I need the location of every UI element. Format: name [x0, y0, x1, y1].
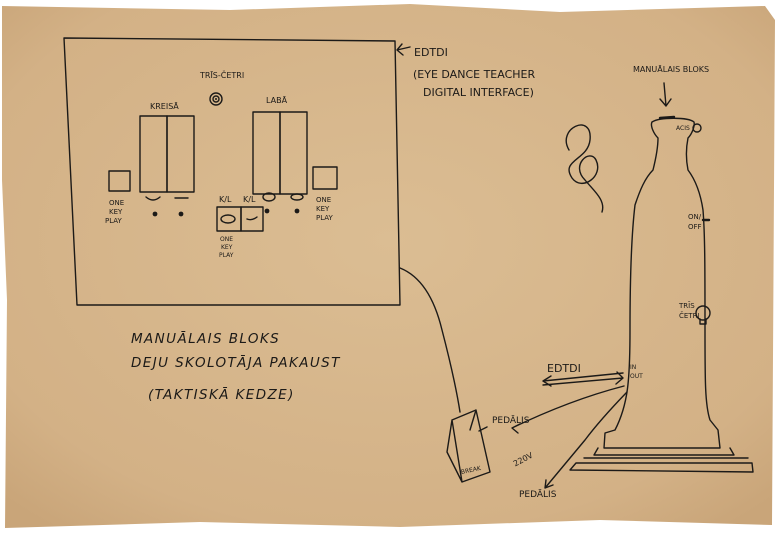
manualais-bloks-label: MANUĀLAIS BLOKS: [633, 65, 710, 74]
one-key-play-center-line3: PLAY: [219, 252, 234, 259]
caption-line3: (TAKTISKĀ KEDZE): [148, 387, 295, 403]
tris-ceri-side-line2: ČETRI: [679, 312, 700, 320]
one-key-play-left-line2: KEY: [109, 208, 123, 216]
kl-label-right: K/L: [243, 195, 256, 204]
one-key-play-right-button: [312, 166, 338, 190]
statue-body: [603, 117, 721, 449]
pedal: [446, 409, 491, 483]
edtdi-arrow: [396, 43, 411, 56]
manualais-arrow: [659, 82, 672, 107]
paper-sheet: [2, 4, 775, 528]
eye-closed-right: [290, 193, 304, 201]
one-key-play-right-line1: ONE: [316, 196, 332, 204]
edtdi-description-line1: (EYE DANCE TEACHER: [413, 68, 536, 81]
eye-open-left: [145, 196, 161, 201]
kl-button-right: [240, 206, 264, 232]
one-key-play-left-button: [108, 170, 131, 192]
edtdi-label: EDTDI: [414, 46, 448, 59]
cable: [399, 267, 461, 413]
one-key-play-right-line2: KEY: [316, 205, 330, 213]
eye-open-right: [262, 192, 276, 202]
on-off-label-line2: OFF: [688, 223, 702, 231]
pedal-arrow: [511, 385, 625, 434]
laba-label: LABĀ: [266, 96, 288, 105]
tris-ceri-side-line1: TRĪS: [679, 302, 695, 310]
one-key-play-left-line3: PLAY: [105, 217, 122, 225]
tris-ceri-label: TRĪS-ČETRI: [200, 71, 245, 80]
pedalis-label-bottom: PEDĀLIS: [519, 490, 557, 500]
one-key-play-center-line1: ONE: [220, 236, 234, 243]
one-key-play-right-line3: PLAY: [316, 214, 333, 222]
statue-base: [569, 447, 754, 473]
edtdi-side-arrow-2: [542, 371, 624, 386]
edtdi-side-label: EDTDI: [547, 362, 581, 375]
panel-frame: [63, 37, 401, 306]
kreisa-label: KREISĀ: [150, 102, 179, 111]
caption-line1: MANUĀLAIS BLOKS: [131, 331, 281, 347]
kreisa-fader-right: [166, 115, 195, 193]
in-label: IN: [630, 364, 637, 371]
statue-eye-button: [692, 123, 702, 133]
power-arrow: [544, 391, 628, 489]
kl-label-left: K/L: [219, 195, 232, 204]
spiral: [565, 124, 604, 213]
tris-ceri-knob: [209, 92, 223, 106]
statue-bulb: [695, 305, 711, 321]
out-label: OUT: [630, 373, 643, 380]
caption-line2: DEJU SKOLOTĀJA PAKAUST: [131, 355, 341, 371]
pedalis-label-top: PEDĀLIS: [492, 416, 530, 426]
on-off-label-line1: ON/: [688, 213, 702, 221]
acis-label: ACIS: [676, 125, 690, 132]
one-key-play-center-line2: KEY: [221, 244, 233, 251]
one-key-play-left-line1: ONE: [109, 199, 125, 207]
edtdi-description-line2: DIGITAL INTERFACE): [423, 86, 534, 99]
